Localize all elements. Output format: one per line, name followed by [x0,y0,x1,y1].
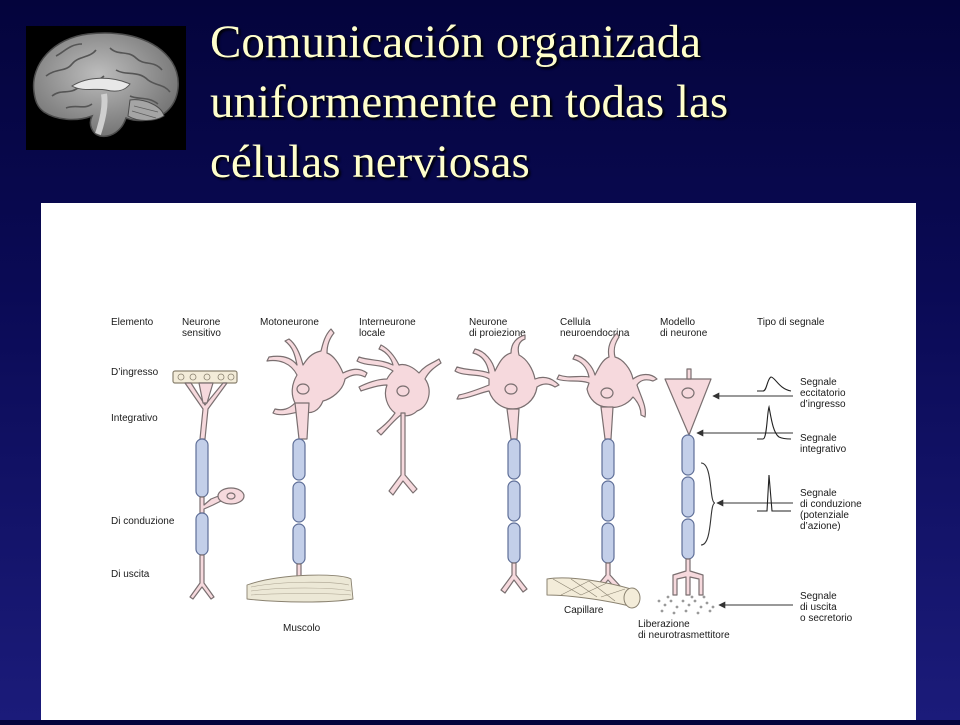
header-neurone-di-proiezione: Neurone di proiezione [469,317,526,339]
neuron-diagram: Elemento Neurone sensitivo Motoneurone I… [41,203,916,720]
signal-label-input: Segnale eccitatorio d’ingresso [800,377,848,410]
title-line-2: uniformemente en todas las [210,76,729,128]
neuron-types-figure: Elemento Neurone sensitivo Motoneurone I… [111,317,865,641]
muscle [246,574,354,603]
brain-sagittal-icon [32,32,179,138]
waveform-action-potential [757,474,791,512]
row-label-ingresso: D’ingresso [111,367,159,378]
capillary [546,577,641,609]
title-line-1: Comunicación organizada [210,16,702,68]
row-label-conduzione: Di conduzione [111,516,175,527]
projection-neuron [454,334,560,594]
neuron-model [664,368,712,596]
waveform-input [757,376,792,392]
signal-label-output: Segnale di uscita o secretorio [800,591,853,624]
label-liberazione: Liberazione di neurotrasmettitore [638,619,730,641]
label-capillare: Capillare [564,605,604,616]
local-interneuron [356,344,442,496]
conduction-bracket [700,462,716,546]
row-label-uscita: Di uscita [111,569,150,580]
header-cellula-neuroendocrina: Cellula neuroendocrina [560,317,630,339]
label-muscolo: Muscolo [283,623,321,634]
signal-label-integrative: Segnale integrativo [800,433,847,455]
header-modello-di-neurone: Modello di neurone [660,317,708,339]
header-neurone-sensitivo: Neurone sensitivo [182,317,223,339]
header-elemento: Elemento [111,317,154,328]
brain-image [26,26,186,150]
neuroendocrine-cell [556,332,658,592]
signal-label-conduction: Segnale di conduzione (potenziale d’azio… [800,488,865,532]
title-line-3: células nerviosas [210,136,530,188]
sensory-neuron [172,370,245,600]
header-tipo-di-segnale: Tipo di segnale [757,317,825,328]
motor-neuron [266,328,368,594]
header-interneurone-locale: Interneurone locale [359,317,419,339]
row-label-integrativo: Integrativo [111,413,158,424]
neurotransmitter-dots [657,595,715,615]
header-motoneurone: Motoneurone [260,317,319,328]
slide-title: Comunicación organizada uniformemente en… [210,12,930,192]
waveform-integrative [757,404,792,440]
